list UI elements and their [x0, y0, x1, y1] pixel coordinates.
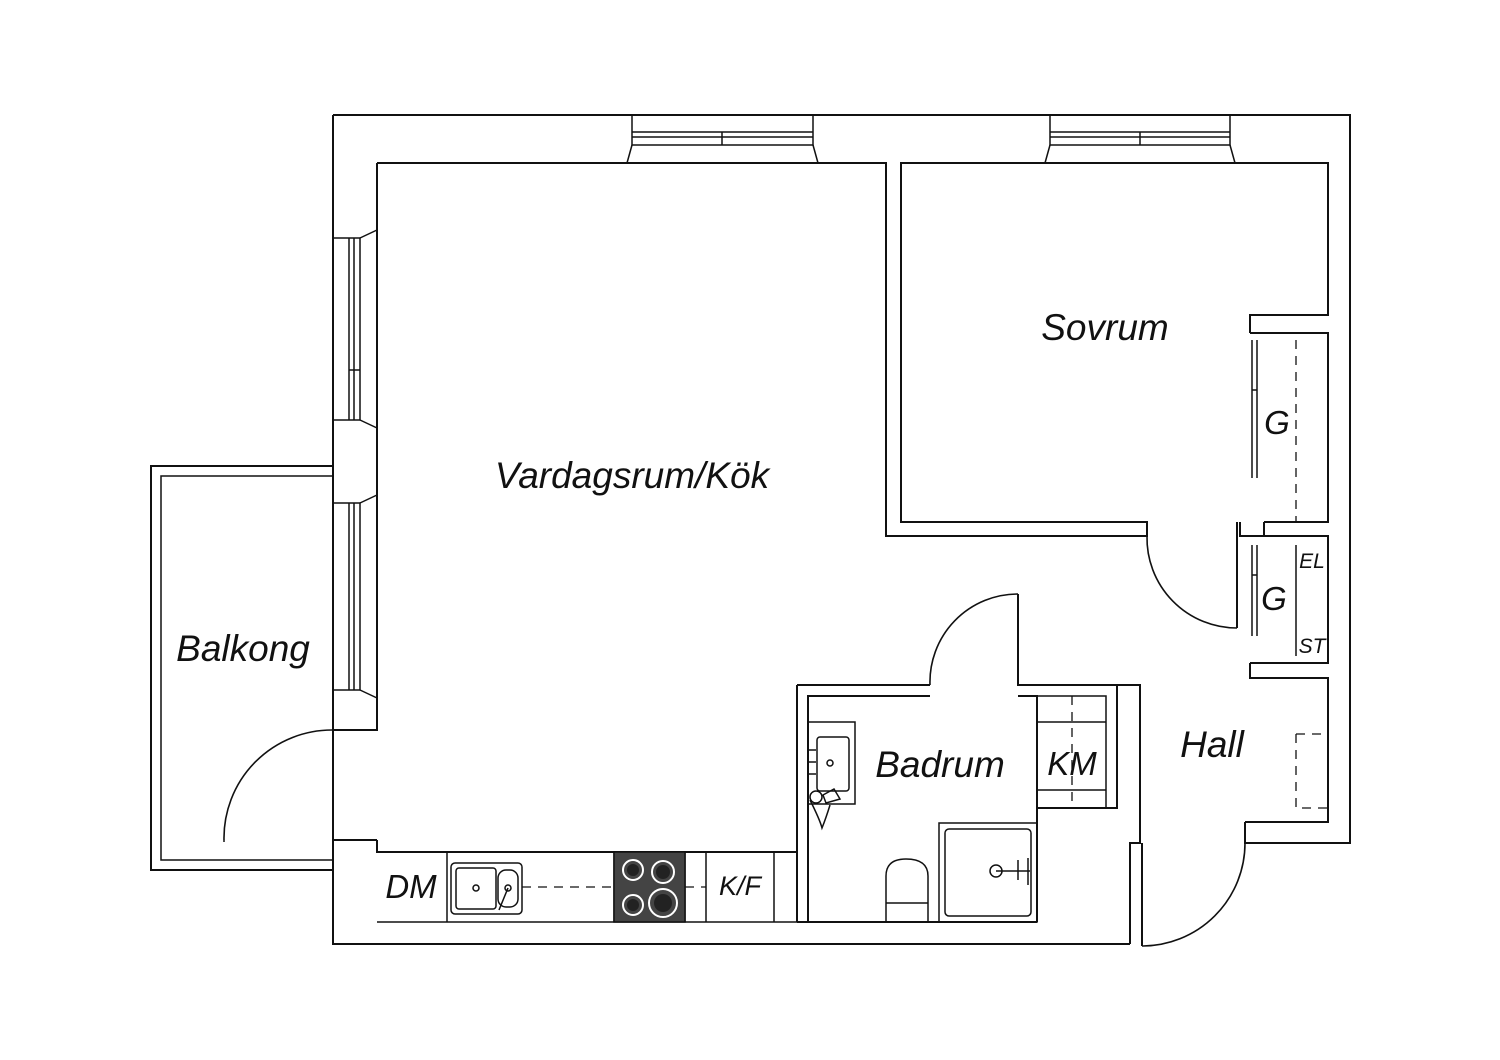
fridge-freezer-label: K/F: [719, 871, 763, 901]
wardrobe-label-bedroom: G: [1264, 404, 1290, 441]
room-label-bathroom: Badrum: [875, 744, 1005, 785]
washing-machine-label: KM: [1047, 745, 1097, 782]
room-label-hall: Hall: [1180, 724, 1246, 765]
doors: [797, 522, 1246, 947]
balcony: [150, 465, 334, 871]
room-label-balcony: Balkong: [176, 628, 310, 669]
windows: [333, 115, 1236, 699]
dishwasher-label: DM: [385, 868, 437, 905]
room-label-bedroom: Sovrum: [1041, 307, 1168, 348]
room-label-living-kitchen: Vardagsrum/Kök: [495, 455, 772, 496]
outer-walls: [332, 114, 1351, 945]
kitchen-counter: [377, 851, 797, 923]
wardrobes: [1251, 340, 1328, 809]
wardrobe-label-hall: G: [1261, 580, 1287, 617]
storage-label: ST: [1299, 635, 1328, 658]
bathroom-fixtures: [796, 685, 1107, 923]
electric-panel-label: EL: [1299, 550, 1325, 573]
